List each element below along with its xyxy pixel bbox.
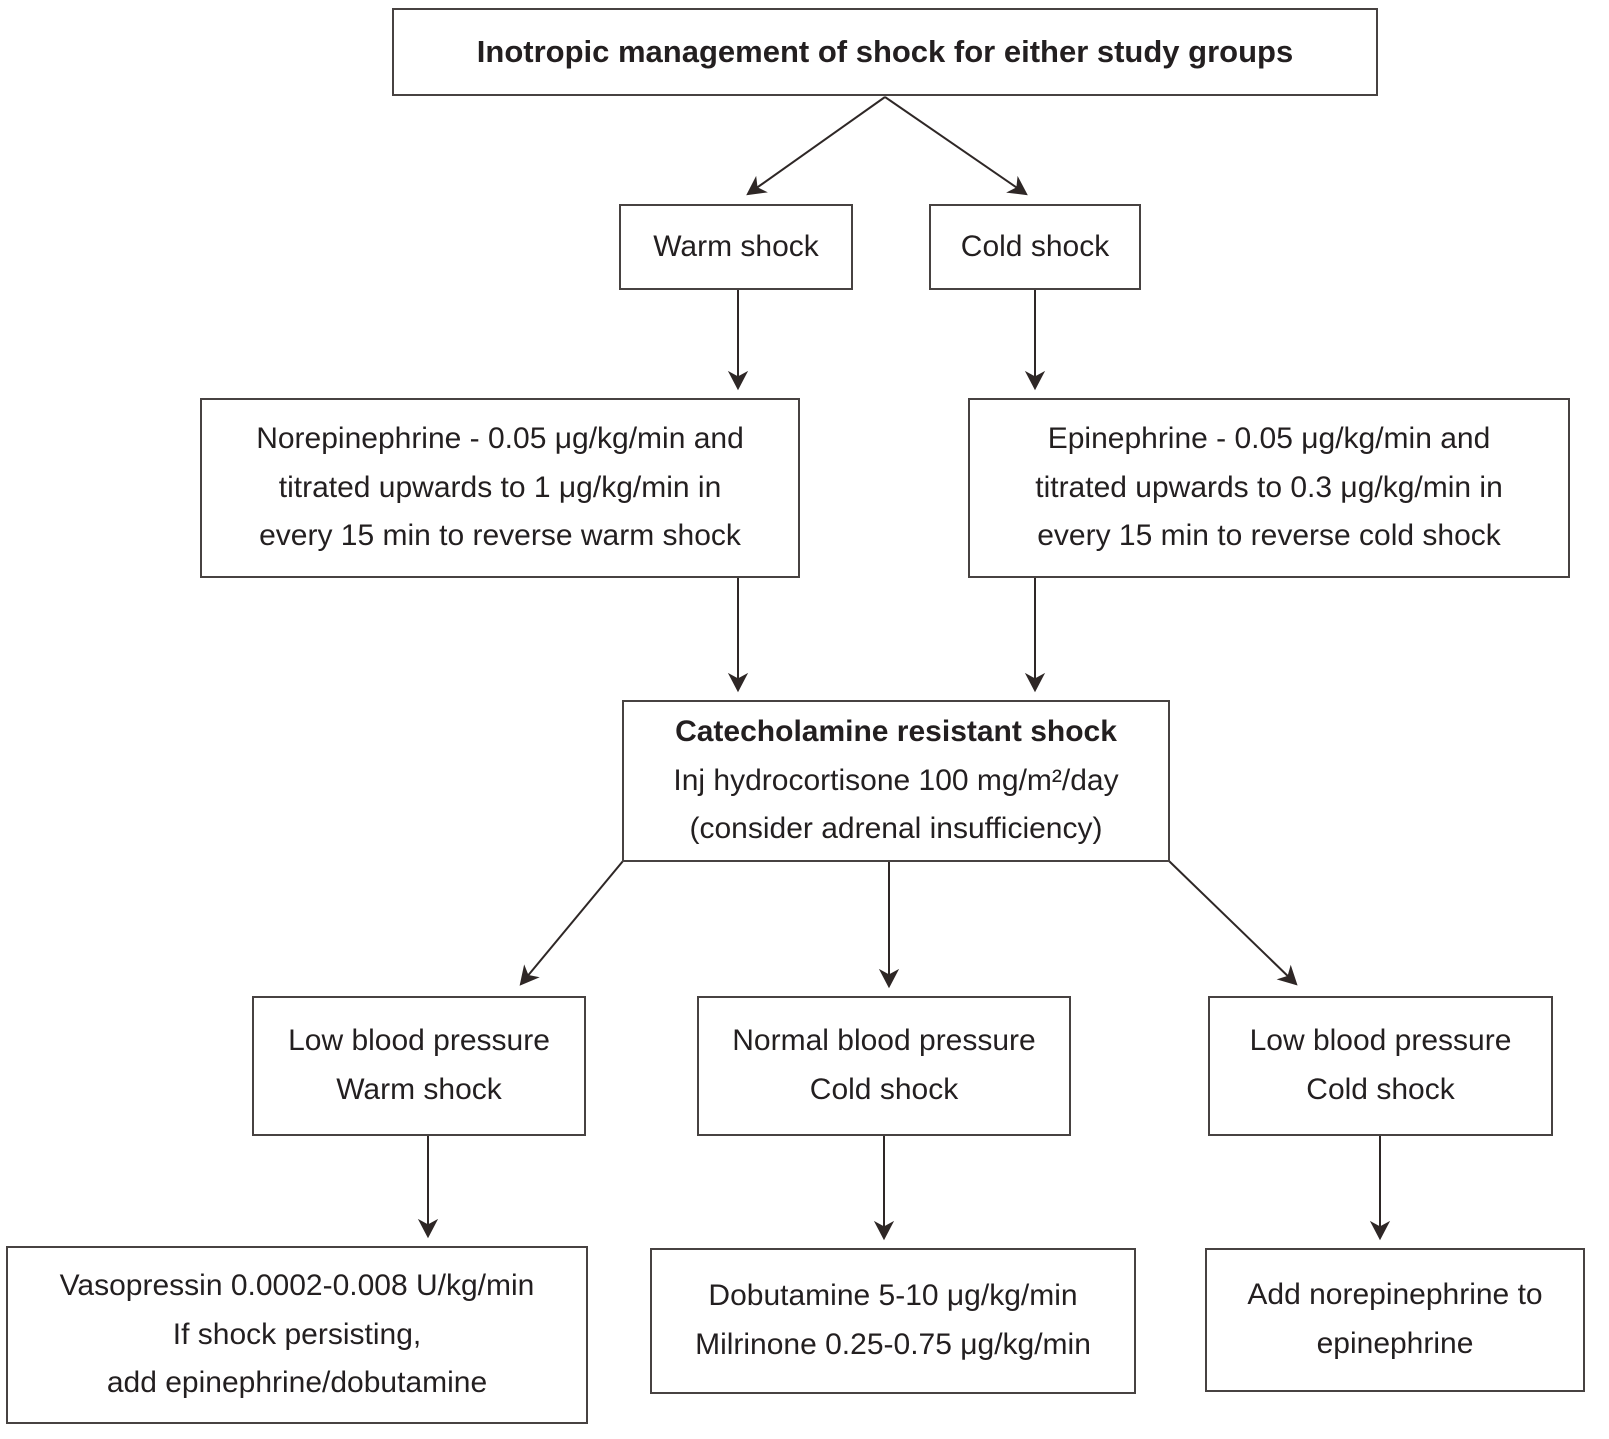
epinephrine-line-2: titrated upwards to 0.3 μg/kg/min in [1035, 470, 1503, 504]
node-title: Inotropic management of shock for either… [392, 8, 1378, 96]
norepinephrine-line-3: every 15 min to reverse warm shock [259, 519, 741, 553]
node-epinephrine: Epinephrine - 0.05 μg/kg/min and titrate… [968, 398, 1570, 578]
node-norepinephrine: Norepinephrine - 0.05 μg/kg/min and titr… [200, 398, 800, 578]
node-low-bp-cold-shock: Low blood pressure Cold shock [1208, 996, 1553, 1136]
nbp-cold-line-2: Cold shock [809, 1073, 959, 1106]
lbp-cold-line-1: Low blood pressure [1249, 1024, 1512, 1058]
catecholamine-line-1: Inj hydrocortisone 100 mg/m²/day [673, 763, 1119, 797]
cold-shock-label: Cold shock [960, 229, 1110, 263]
lbp-warm-line-1: Low blood pressure [288, 1024, 550, 1058]
node-normal-bp-cold-shock: Normal blood pressure Cold shock [697, 996, 1071, 1136]
node-cold-shock: Cold shock [929, 204, 1141, 290]
node-add-norepinephrine: Add norepinephrine to epinephrine [1205, 1248, 1585, 1392]
vasopressin-line-2: If shock persisting, [172, 1317, 422, 1351]
arrow-title-to-warm-shock [746, 96, 886, 196]
node-catecholamine: Catecholamine resistant shock Inj hydroc… [622, 700, 1170, 862]
catecholamine-line-2: (consider adrenal insufficiency) [689, 812, 1103, 846]
catecholamine-heading: Catecholamine resistant shock [675, 715, 1117, 749]
norepinephrine-line-2: titrated upwards to 1 μg/kg/min in [278, 470, 722, 504]
dobutamine-line-1: Dobutamine 5-10 μg/kg/min [708, 1279, 1078, 1313]
dobutamine-line-2: Milrinone 0.25-0.75 μg/kg/min [695, 1328, 1091, 1361]
arrow-catecholamine-to-lbp-cold [1168, 860, 1298, 986]
epinephrine-line-3: every 15 min to reverse cold shock [1037, 519, 1501, 553]
node-dobutamine-milrinone: Dobutamine 5-10 μg/kg/min Milrinone 0.25… [650, 1248, 1136, 1394]
title-text: Inotropic management of shock for either… [476, 33, 1294, 69]
norepinephrine-line-1: Norepinephrine - 0.05 μg/kg/min and [256, 422, 744, 456]
nbp-cold-line-1: Normal blood pressure [732, 1024, 1036, 1058]
add-norepinephrine-line-2: epinephrine [1316, 1327, 1474, 1360]
node-vasopressin: Vasopressin 0.0002-0.008 U/kg/min If sho… [6, 1246, 588, 1424]
warm-shock-label: Warm shock [653, 229, 819, 263]
epinephrine-line-1: Epinephrine - 0.05 μg/kg/min and [1047, 422, 1491, 456]
vasopressin-line-3: add epinephrine/dobutamine [106, 1366, 488, 1400]
add-norepinephrine-line-1: Add norepinephrine to [1247, 1278, 1543, 1312]
node-low-bp-warm-shock: Low blood pressure Warm shock [252, 996, 586, 1136]
node-warm-shock: Warm shock [619, 204, 853, 290]
arrow-catecholamine-to-lbp-warm [519, 860, 624, 986]
arrow-title-to-cold-shock [884, 96, 1028, 196]
lbp-cold-line-2: Cold shock [1306, 1073, 1455, 1106]
lbp-warm-line-2: Warm shock [336, 1073, 502, 1106]
vasopressin-line-1: Vasopressin 0.0002-0.008 U/kg/min [59, 1269, 535, 1303]
